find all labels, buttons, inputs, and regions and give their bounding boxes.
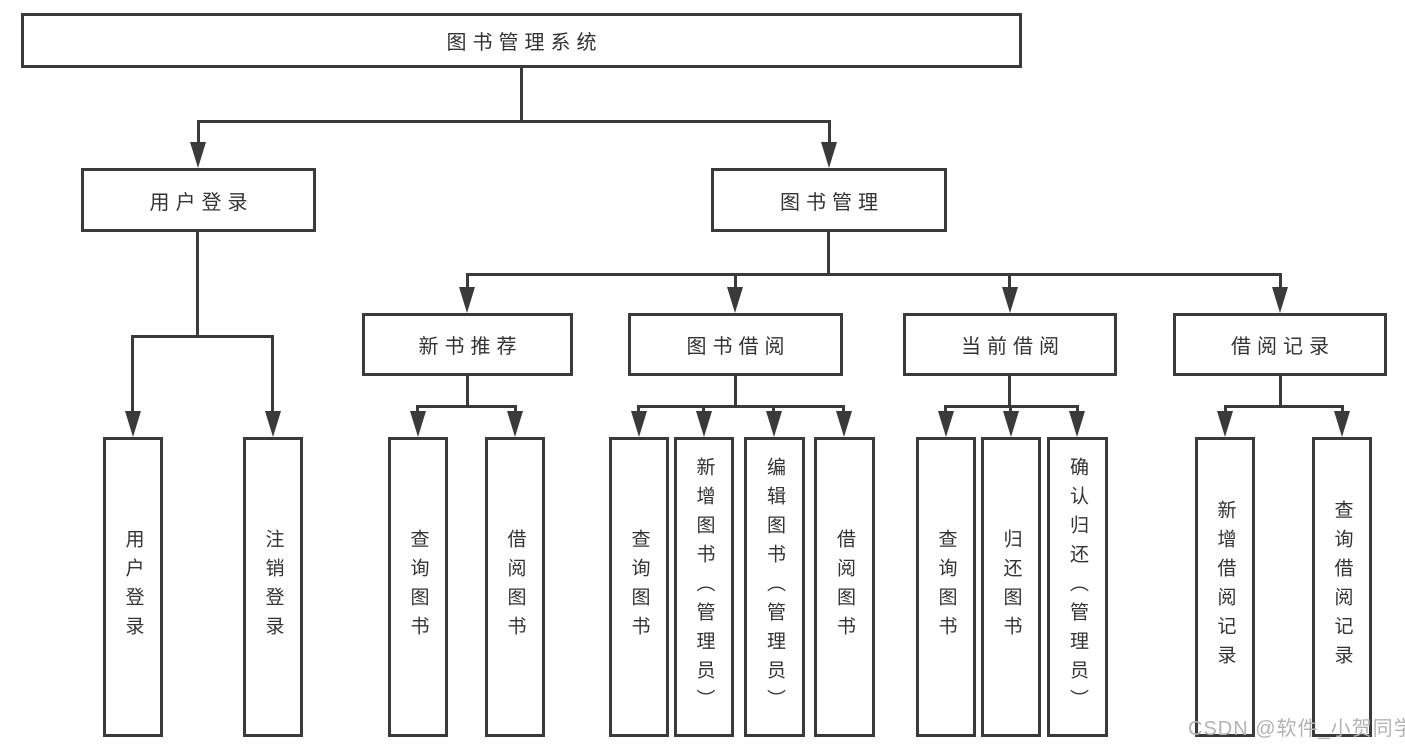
arrow-down-icon bbox=[631, 411, 647, 437]
arrow-down-icon bbox=[766, 411, 782, 437]
connector-vline bbox=[416, 405, 419, 415]
node-return-books: 归还图书 bbox=[981, 437, 1041, 737]
node-logout: 注销登录 bbox=[243, 437, 303, 737]
node-user-login-branch: 用户登录 bbox=[81, 168, 316, 232]
connector-vline bbox=[1224, 405, 1227, 415]
connector-vline bbox=[1008, 376, 1011, 408]
connector-hline bbox=[197, 120, 831, 123]
connector-vline bbox=[271, 335, 274, 413]
node-book-management-label: 图书管理 bbox=[780, 191, 884, 214]
node-recommend-borrow-books: 借阅图书 bbox=[485, 437, 545, 737]
node-query-borrow-record: 查询借阅记录 bbox=[1312, 437, 1372, 737]
node-add-books-admin: 新增图书（管理员） bbox=[674, 437, 734, 737]
connector-vline bbox=[514, 405, 517, 415]
connector-vline bbox=[520, 68, 523, 122]
connector-vline bbox=[466, 376, 469, 408]
arrow-down-icon bbox=[836, 411, 852, 437]
arrow-down-icon bbox=[821, 142, 837, 168]
node-book-borrowing: 图书借阅 bbox=[628, 313, 843, 376]
arrow-down-icon bbox=[1003, 411, 1019, 437]
connector-vline bbox=[828, 120, 831, 146]
node-book-borrowing-label: 图书借阅 bbox=[686, 336, 791, 358]
arrow-down-icon bbox=[1069, 411, 1085, 437]
connector-vline bbox=[1009, 405, 1012, 415]
csdn-watermark: CSDN @软件_小贺同学 bbox=[1188, 718, 1405, 740]
connector-hline bbox=[416, 405, 517, 408]
node-current-borrowing-label: 当前借阅 bbox=[961, 336, 1065, 358]
connector-vline bbox=[197, 120, 200, 146]
connector-hline bbox=[131, 335, 274, 338]
arrow-down-icon bbox=[459, 287, 475, 313]
connector-vline bbox=[772, 405, 775, 415]
node-borrow-records-label: 借阅记录 bbox=[1231, 336, 1335, 358]
connector-vline bbox=[131, 335, 134, 413]
node-edit-books-admin: 编辑图书（管理员） bbox=[744, 437, 805, 737]
node-borrow-records: 借阅记录 bbox=[1173, 313, 1387, 376]
node-add-borrow-record: 新增借阅记录 bbox=[1195, 437, 1255, 737]
arrow-down-icon bbox=[1272, 287, 1288, 313]
node-new-book-recommend: 新书推荐 bbox=[362, 313, 573, 376]
node-borrowing-borrow-books: 借阅图书 bbox=[814, 437, 875, 737]
node-user-login-branch-label: 用户登录 bbox=[149, 191, 254, 214]
arrow-down-icon bbox=[1002, 287, 1018, 313]
node-book-management: 图书管理 bbox=[711, 168, 947, 232]
connector-vline bbox=[1279, 273, 1282, 289]
connector-vline bbox=[842, 405, 845, 415]
connector-vline bbox=[827, 232, 830, 276]
connector-vline bbox=[734, 376, 737, 408]
node-recommend-query-books: 查询图书 bbox=[388, 437, 448, 737]
connector-vline bbox=[734, 273, 737, 289]
node-root: 图书管理系统 bbox=[21, 13, 1022, 68]
connector-vline bbox=[1008, 273, 1011, 289]
arrow-down-icon bbox=[507, 411, 523, 437]
connector-vline bbox=[1341, 405, 1344, 415]
connector-vline bbox=[196, 232, 199, 338]
connector-vline bbox=[944, 405, 947, 415]
arrow-down-icon bbox=[1334, 411, 1350, 437]
arrow-down-icon bbox=[125, 411, 141, 437]
arrow-down-icon bbox=[265, 411, 281, 437]
connector-hline bbox=[1224, 405, 1344, 408]
node-root-label: 图书管理系统 bbox=[446, 32, 603, 54]
arrow-down-icon bbox=[696, 411, 712, 437]
node-current-borrowing: 当前借阅 bbox=[903, 313, 1117, 376]
connector-hline bbox=[466, 273, 1282, 276]
arrow-down-icon bbox=[410, 411, 426, 437]
arrow-down-icon bbox=[727, 287, 743, 313]
node-current-query-books: 查询图书 bbox=[916, 437, 976, 737]
node-confirm-return-admin: 确认归还（管理员） bbox=[1047, 437, 1108, 737]
connector-vline bbox=[1076, 405, 1079, 415]
arrow-down-icon bbox=[190, 142, 206, 168]
node-borrowing-query-books: 查询图书 bbox=[609, 437, 669, 737]
node-user-login-leaf: 用户登录 bbox=[103, 437, 163, 737]
connector-vline bbox=[702, 405, 705, 415]
connector-vline bbox=[1279, 376, 1282, 408]
connector-vline bbox=[637, 405, 640, 415]
connector-vline bbox=[466, 273, 469, 289]
node-new-book-recommend-label: 新书推荐 bbox=[418, 336, 523, 358]
connector-hline bbox=[637, 405, 845, 408]
arrow-down-icon bbox=[938, 411, 954, 437]
arrow-down-icon bbox=[1217, 411, 1233, 437]
